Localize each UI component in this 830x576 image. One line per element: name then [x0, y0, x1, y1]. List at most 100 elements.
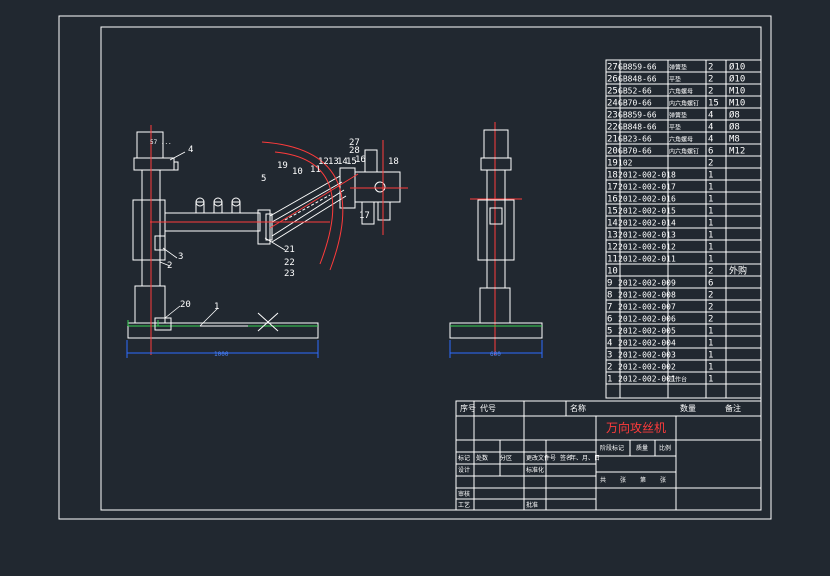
bom-cell-qty: 15: [708, 99, 719, 109]
bom-cell-code: 2012-002-016: [618, 195, 676, 204]
bom-cell-qty: 6: [708, 279, 713, 289]
bom-cell-code: 2012-002-003: [618, 351, 676, 360]
bom-cell-qty: 1: [708, 339, 713, 349]
bom-cell-note: Ø8: [729, 122, 740, 133]
bom-cell-no: 4: [607, 339, 612, 349]
bom-cell-code: 102: [618, 159, 633, 168]
balloon-14: 14: [337, 157, 348, 167]
bom-cell-no: 14: [607, 219, 618, 229]
balloon-19: 19: [277, 161, 288, 171]
bom-cell-no: 9: [607, 279, 612, 289]
balloon-3: 3: [178, 252, 183, 262]
bom-cell-code: GB848-66: [618, 123, 657, 132]
tb-sign-file: 更改文件号: [526, 454, 556, 462]
bom-cell-no: 3: [607, 351, 612, 361]
bom-cell-qty: 2: [708, 303, 713, 313]
bom-cell-no: 1: [607, 375, 612, 385]
bom-cell-name: 弹簧垫: [669, 112, 687, 120]
tb-sheet-unit1: 张: [620, 476, 626, 484]
motor-label: 57 ...: [150, 139, 172, 146]
balloon-27: 27: [349, 138, 360, 148]
outer-frame: [58, 15, 772, 520]
bom-cell-name: 平垫: [669, 76, 681, 84]
bom-cell-code: 2012-002-014: [618, 219, 676, 228]
tb-sign-signature: 签名: [560, 454, 572, 462]
tb-role-standard: 标准化: [526, 466, 544, 474]
bom-cell-code: 2012-002-015: [618, 207, 676, 216]
bom-cell-code: GB52-66: [618, 87, 652, 96]
bom-cell-no: 2: [607, 363, 612, 373]
bom-cell-qty: 1: [708, 363, 713, 373]
bom-cell-no: 13: [607, 231, 618, 241]
bom-cell-no: 10: [607, 267, 618, 277]
balloon-15: 15: [346, 157, 357, 167]
bom-cell-code: GB859-66: [618, 63, 657, 72]
bom-cell-code: 2012-002-006: [618, 315, 676, 324]
bom-cell-qty: 1: [708, 327, 713, 337]
tb-sheet-unit2: 张: [660, 476, 666, 484]
bom-cell-name: 弹簧垫: [669, 64, 687, 72]
tb-role-process: 工艺: [458, 501, 470, 509]
bom-cell-code: GB70-66: [618, 99, 652, 108]
bom-cell-code: GB859-66: [618, 111, 657, 120]
balloon-4: 4: [188, 145, 193, 155]
bom-cell-name: 六角螺母: [669, 136, 693, 144]
bom-cell-qty: 2: [708, 75, 713, 85]
tb-sign-count: 处数: [476, 454, 488, 462]
front-width-dim: 1000: [214, 351, 229, 358]
link-arm-upper: [269, 175, 341, 217]
bom-cell-qty: 1: [708, 231, 713, 241]
bom-cell-no: 24: [607, 99, 618, 109]
bom-cell-qty: 1: [708, 183, 713, 193]
tb-role-design: 设计: [458, 466, 470, 474]
bom-cell-no: 26: [607, 75, 618, 85]
bom-cell-no: 18: [607, 171, 618, 181]
balloon-22: 22: [284, 258, 295, 268]
balloons: [159, 151, 286, 327]
tb-sign-zone: 分区: [500, 454, 512, 462]
bom-cell-qty: 2: [708, 63, 713, 73]
side-width-dim: 600: [490, 351, 501, 358]
bom-cell-code: GB70-66: [618, 147, 652, 156]
balloon-21: 21: [284, 245, 295, 255]
bom-cell-code: 2012-002-018: [618, 171, 676, 180]
bom-cell-qty: 1: [708, 171, 713, 181]
tb-col-no: 序号: [460, 403, 476, 413]
bom-cell-no: 15: [607, 207, 618, 217]
bom-cell-note: Ø10: [729, 62, 745, 73]
bom-cell-code: 2012-002-007: [618, 303, 676, 312]
bom-cell-no: 19: [607, 159, 618, 169]
centerlines: [150, 122, 522, 355]
balloon-11: 11: [310, 165, 321, 175]
swing-arc-outer: [261, 141, 344, 271]
bom-cell-qty: 1: [708, 207, 713, 217]
bom-cell-code: GB23-66: [618, 135, 652, 144]
tb-col-code: 代号: [480, 403, 496, 413]
bom-frame: [605, 59, 762, 399]
bom-cell-qty: 4: [708, 111, 713, 121]
bom-cell-no: 11: [607, 255, 618, 265]
tb-col-note: 备注: [725, 403, 741, 413]
drawing-title: 万向攻丝机: [606, 420, 666, 435]
side-base: [449, 322, 543, 339]
bom-cell-no: 5: [607, 327, 612, 337]
side-motor: [483, 129, 509, 159]
bom-cell-code: 2012-002-011: [618, 255, 676, 264]
bom-cell-no: 16: [607, 195, 618, 205]
tb-col-qty: 数量: [680, 403, 696, 413]
front-dimension: [126, 340, 319, 358]
bom-cell-no: 17: [607, 183, 618, 193]
bom-cell-qty: 2: [708, 267, 713, 277]
balloon-18: 18: [388, 157, 399, 167]
bom-cell-code: 2012-002-001: [618, 375, 676, 384]
side-dimension: [449, 340, 543, 358]
bom-cell-no: 7: [607, 303, 612, 313]
bom-cell-qty: 1: [708, 255, 713, 265]
bom-cell-code: 2012-002-005: [618, 327, 676, 336]
tb-scale: 比例: [659, 444, 671, 452]
balloon-13: 13: [328, 157, 339, 167]
bom-cell-note: M12: [729, 147, 745, 157]
bom-cell-code: 2012-002-008: [618, 291, 676, 300]
